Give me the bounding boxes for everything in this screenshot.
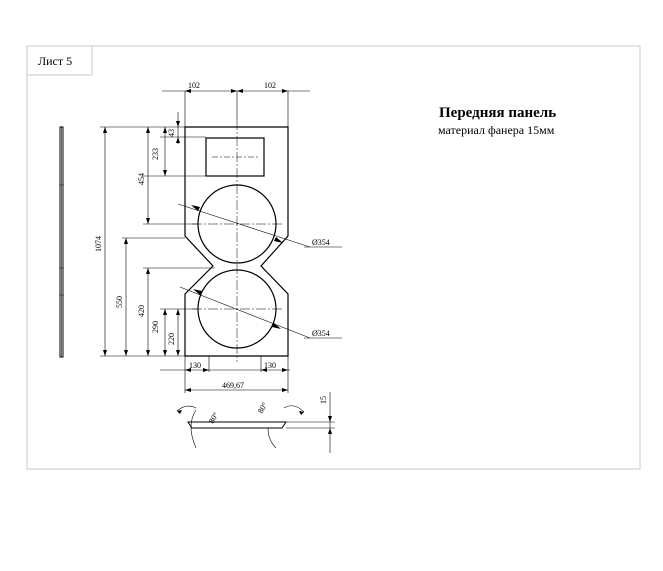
dim-total-width: 469,67 [222,381,244,390]
dim-thickness: 15 [319,396,328,404]
front-panel [177,120,342,362]
dim-top-gap: 43 [167,129,176,137]
dim-cutout-height: 233 [151,148,160,160]
sheet-label-tag: Лист 5 [26,45,93,76]
dim-upper-center: 454 [137,173,146,185]
dimension-arrows [103,89,332,434]
bevel-section: 80° 80° [176,401,305,449]
dim-lower-section: 550 [115,296,124,308]
title-main: Передняя панель [439,105,556,121]
dim-bottom-offset: 220 [167,333,176,345]
dim-bottom-right: 130 [264,361,276,370]
dim-total-height: 1074 [94,236,103,252]
dim-lower-center: 290 [151,321,160,333]
dim-lower-diameter: Ø354 [312,329,330,338]
dim-lower-top: 420 [137,305,146,317]
dim-top-right: 102 [264,81,276,90]
dim-upper-diameter: Ø354 [312,238,330,247]
dim-top-left: 102 [188,81,200,90]
bevel-left-angle: 80° [207,411,220,425]
sheet-frame [26,45,641,470]
terminal-cutout [205,137,265,177]
dim-bottom-left: 130 [189,361,201,370]
dimension-lines [100,90,335,453]
side-profile [59,126,64,358]
sheet-label: Лист 5 [38,54,72,68]
title-material: материал фанера 15мм [438,123,555,137]
bevel-right-angle: 80° [256,401,269,415]
